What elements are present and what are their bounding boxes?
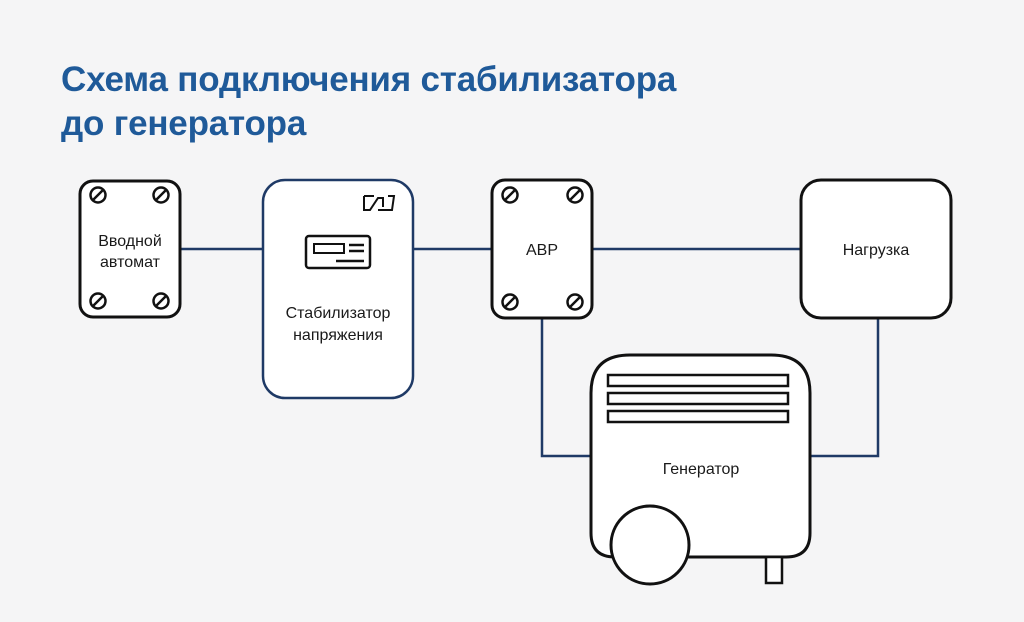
input-breaker-label-line-1: Вводной xyxy=(98,233,162,250)
load-box xyxy=(799,178,953,320)
screw-icon xyxy=(501,186,519,204)
generator-label: Генератор xyxy=(663,461,740,478)
screw-icon xyxy=(566,186,584,204)
generator: Генератор xyxy=(589,353,812,586)
stabilizer-mode-icon xyxy=(363,195,396,211)
diagram-title-line-2: до генератора xyxy=(61,104,307,143)
screw-icon xyxy=(89,186,107,204)
screw-icon xyxy=(501,293,519,311)
input-breaker-box xyxy=(78,179,182,319)
generator-leg-icon xyxy=(764,555,784,585)
diagram-title: Схема подключения стабилизатора до генер… xyxy=(61,58,676,146)
ats-switch: АВР xyxy=(490,178,594,320)
voltage-stabilizer-box xyxy=(261,178,415,400)
display-icon xyxy=(304,234,372,270)
load: Нагрузка xyxy=(799,178,953,320)
ats-switch-label: АВР xyxy=(526,242,558,259)
wire-load-to-generator xyxy=(810,318,880,458)
screw-icon xyxy=(89,292,107,310)
screw-icon xyxy=(566,293,584,311)
voltage-stabilizer: Стабилизатор напряжения xyxy=(261,178,415,400)
wheel-icon xyxy=(609,504,691,586)
load-label: Нагрузка xyxy=(843,242,910,259)
vent-grille-icon xyxy=(606,373,790,424)
screw-icon xyxy=(152,186,170,204)
input-breaker: Вводной автомат xyxy=(78,179,182,319)
voltage-stabilizer-label-line-1: Стабилизатор xyxy=(286,305,391,322)
diagram-title-line-1: Схема подключения стабилизатора xyxy=(61,60,677,99)
wire-ats-to-generator xyxy=(540,318,591,458)
input-breaker-label-line-2: автомат xyxy=(100,254,161,271)
wires xyxy=(181,247,880,458)
voltage-stabilizer-label-line-2: напряжения xyxy=(293,327,383,344)
ats-switch-box xyxy=(490,178,594,320)
screw-icon xyxy=(152,292,170,310)
